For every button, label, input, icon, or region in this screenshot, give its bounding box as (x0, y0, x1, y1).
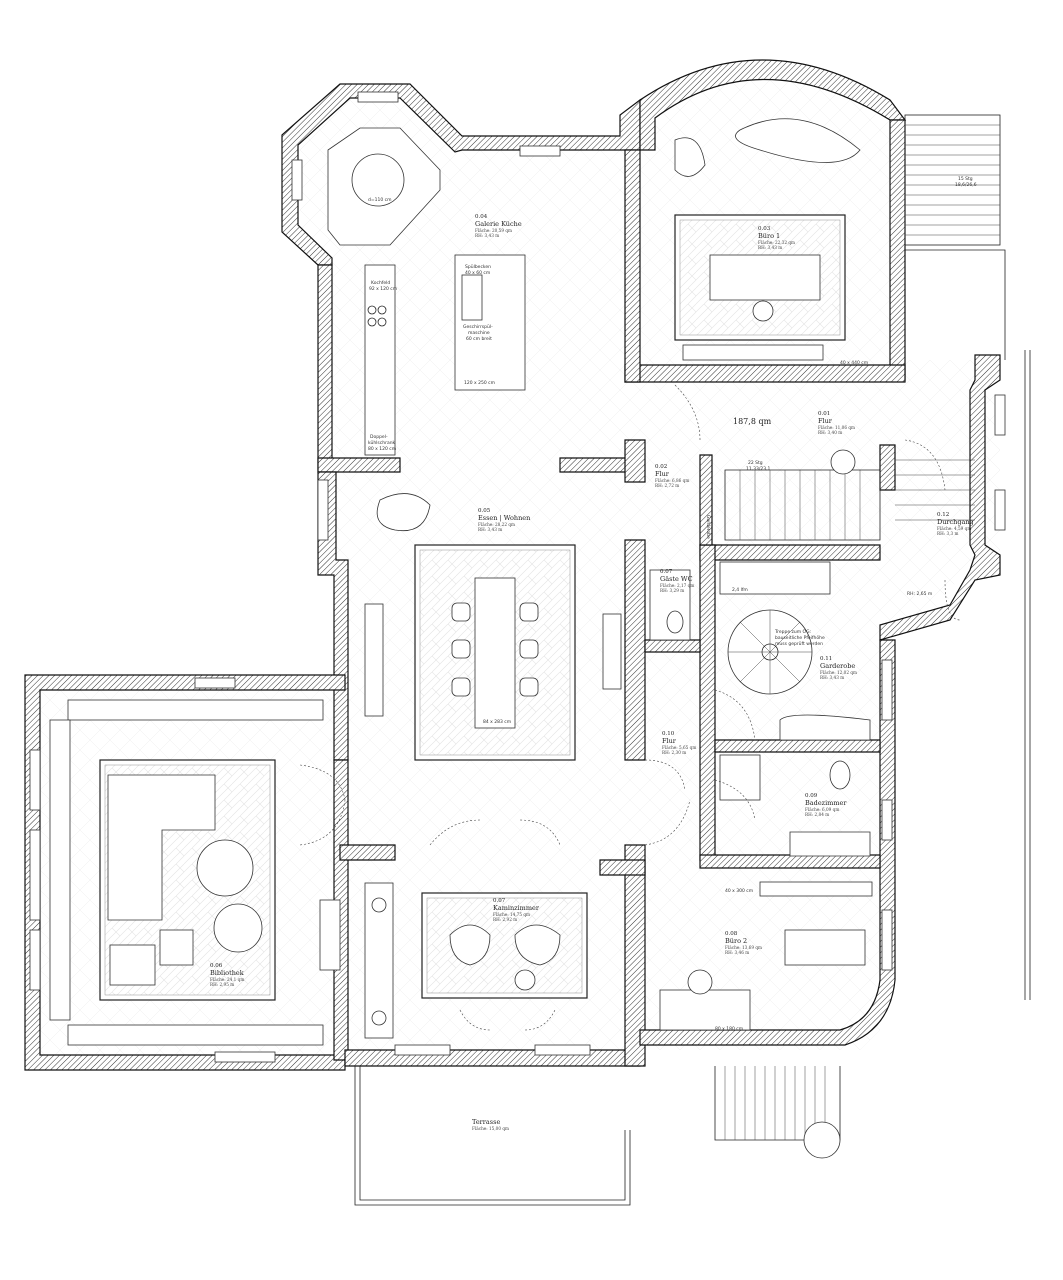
note-fridge-2: kühlschrank (368, 440, 396, 446)
room-0-03-name: Büro 1 (758, 232, 780, 240)
room-0-10-height: RH: 2,30 m (662, 750, 686, 755)
note-round-table: d=110 cm (368, 197, 392, 203)
room-0-11-height: RH: 3,43 m (820, 675, 844, 680)
note-garderobe-side: Garderobe (705, 515, 711, 539)
terrace (354, 1066, 631, 1206)
room-0-04-name: Galerie Küche (475, 220, 522, 228)
room-0-02-area: Fläche: 6,86 qm (655, 478, 689, 483)
room-0-06-height: RH: 2,95 m (210, 982, 234, 987)
exterior-walls (24, 59, 1001, 1071)
room-0-03-num: 0.03 (758, 226, 771, 232)
note-desk2: 80 x 180 cm (715, 1026, 743, 1032)
note-island: 120 x 250 cm (464, 380, 495, 386)
room-0-06-name: Bibliothek (210, 969, 244, 977)
note-stairs-2: bauseitliche Pfeifhöhe (775, 635, 825, 641)
kaminzimmer-furniture (364, 882, 588, 1039)
room-0-07-wc-name: Gäste WC (660, 575, 693, 583)
garderobe-furniture (719, 561, 831, 695)
note-dishwasher-1: Geschirrspül- (463, 324, 493, 330)
room-0-12-name: Durchgang (937, 518, 974, 526)
bathroom-furniture (649, 569, 871, 857)
room-0-03-area: Fläche: 22,32 qm (758, 240, 795, 245)
room-0-12-height: RH: 3,3 m (937, 531, 959, 536)
note-desk2-shelf: 40 x 300 cm (725, 888, 753, 894)
room-0-09-height: RH: 2,84 m (805, 812, 829, 817)
note-rh-side: RH: 2,65 m (907, 591, 932, 597)
note-stairs-1: Treppe zum OG: (774, 629, 811, 635)
room-0-08-name: Büro 2 (725, 937, 747, 945)
main-staircase (724, 449, 975, 541)
terrace-name: Terrasse (472, 1118, 500, 1126)
note-sink-1: Spülbecken (465, 264, 491, 270)
room-0-10-name: Flur (662, 737, 677, 745)
note-cooktop-2: 92 x 120 cm (369, 286, 397, 292)
office-1-furniture (674, 118, 861, 361)
room-0-08-area: Fläche: 13,69 qm (725, 945, 762, 950)
room-0-09-area: Fläche: 6,09 qm (805, 807, 839, 812)
room-0-05-area: Fläche: 28,22 qm (478, 522, 515, 527)
room-0-09-name: Badezimmer (805, 799, 847, 807)
terrace-area: Fläche: 15,00 qm (472, 1126, 509, 1131)
room-0-07-wc-num: 0.07 (660, 569, 673, 575)
note-fridge-3: 80 x 120 cm (368, 446, 396, 452)
room-0-05-name: Essen | Wohnen (478, 514, 530, 522)
room-0-11-area: Fläche: 12,02 qm (820, 670, 857, 675)
note-stairs-inner-2: 11,33/23,1 (746, 466, 771, 472)
room-0-09-num: 0.09 (805, 793, 818, 799)
total-area: 187,8 qm (733, 417, 772, 426)
room-0-05-height: RH: 3,43 m (478, 527, 502, 532)
note-dining: 84 x 283 cm (483, 719, 511, 725)
room-0-02-num: 0.02 (655, 464, 667, 470)
note-stairs-inner-1: 22 Stg (748, 460, 763, 466)
room-0-07-name: Kaminzimmer (493, 904, 540, 912)
room-0-11-name: Garderobe (820, 662, 855, 670)
room-0-01-area: Fläche: 11,06 qm (818, 425, 855, 430)
note-dishwasher-2: maschine (468, 330, 490, 336)
room-0-02-height: RH: 2,72 m (655, 483, 679, 488)
annotations: Spülbecken 40 x 60 cm Geschirrspül- masc… (368, 176, 977, 1032)
windows (29, 91, 1006, 1063)
room-0-07-height: RH: 2,92 m (493, 917, 517, 922)
room-0-06-area: Fläche: 24,1 qm (210, 977, 244, 982)
room-0-10-area: Fläche: 5,65 qm (662, 745, 696, 750)
room-0-01-num: 0.01 (818, 411, 830, 417)
room-0-08-height: RH: 3,46 m (725, 950, 749, 955)
exterior-stairs-top (904, 114, 1031, 1000)
room-0-01-name: Flur (818, 417, 833, 425)
room-0-10-num: 0.10 (662, 731, 675, 737)
room-0-04-height: RH: 3,43 m (475, 233, 499, 238)
note-sink-2: 40 x 60 cm (465, 270, 490, 276)
room-labels: 0.04 Galerie Küche Fläche: 20,59 qm RH: … (210, 214, 974, 1131)
note-fridge-1: Doppel- (370, 434, 388, 440)
note-stairs-main-2: 18,6/26,6 (955, 182, 977, 188)
kitchen-furniture (327, 127, 526, 456)
note-stairs-3: muss geprüft werden (775, 641, 823, 647)
exterior-stairs-bottom (714, 1066, 841, 1159)
room-0-07-num: 0.07 (493, 898, 506, 904)
note-cooktop-1: Kochfeld (371, 280, 390, 286)
room-0-11-num: 0.11 (820, 656, 832, 662)
room-0-04-area: Fläche: 20,59 qm (475, 228, 512, 233)
library-furniture (49, 699, 341, 1046)
room-0-06-num: 0.06 (210, 963, 223, 969)
dining-furniture (364, 493, 622, 761)
note-desk1: 40 x 440 cm (840, 360, 868, 366)
room-0-07-wc-area: Fläche: 2,17 qm (660, 583, 694, 588)
room-0-03-height: RH: 3,43 m (758, 245, 782, 250)
note-dishwasher-3: 60 cm breit (466, 336, 492, 342)
room-0-12-num: 0.12 (937, 512, 949, 518)
room-0-02-name: Flur (655, 470, 670, 478)
office-2-furniture (659, 881, 873, 1031)
room-0-01-height: RH: 3,40 m (818, 430, 842, 435)
room-0-07-area: Fläche: 14,75 qm (493, 912, 530, 917)
note-garderobe-dim: 2,4 lfm (732, 587, 748, 593)
room-0-07-wc-height: RH: 3,29 m (660, 588, 684, 593)
room-0-04-num: 0.04 (475, 214, 488, 220)
room-0-05-num: 0.05 (478, 508, 491, 514)
door-swings (299, 384, 961, 1031)
room-0-08-num: 0.08 (725, 931, 738, 937)
note-stairs-main-1: 15 Stg (958, 176, 973, 182)
room-0-12-area: Fläche: 4,59 qm (937, 526, 971, 531)
